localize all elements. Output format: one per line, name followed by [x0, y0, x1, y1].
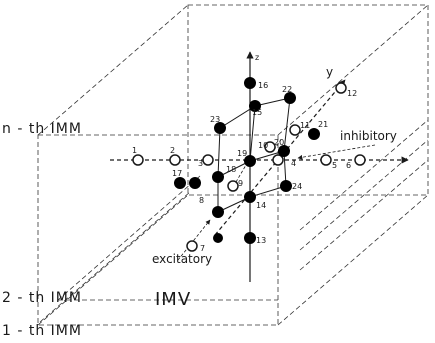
edge	[217, 127, 221, 178]
node-9	[227, 180, 239, 192]
label-node-7: 7	[200, 244, 205, 253]
node-11	[289, 124, 301, 136]
label-node-6: 6	[346, 161, 351, 170]
label-node-10: 10	[258, 141, 268, 150]
label-2nd-imm: 2 - th IMM	[2, 290, 82, 306]
node-23	[214, 122, 226, 134]
label-node-16: 16	[258, 81, 268, 90]
node-17	[174, 177, 186, 189]
plane-side-c	[299, 159, 429, 271]
node-4	[272, 154, 284, 166]
node-open-low	[186, 240, 198, 252]
plane-edge-bl	[37, 194, 189, 326]
plane-side-a	[299, 119, 429, 231]
label-node-18: 18	[226, 165, 236, 174]
node-labels: 1 2 3 4 5 6 17 8 18 9 19 10 20 11 21 12 …	[132, 81, 357, 253]
plane-nth-front	[37, 134, 279, 326]
node-18	[212, 171, 224, 183]
edge	[219, 105, 256, 129]
link	[235, 164, 247, 183]
label-node-14: 14	[256, 201, 266, 210]
axis-label-y: y	[326, 65, 333, 79]
node-3	[202, 154, 214, 166]
plane-edge-br	[277, 194, 429, 326]
node-20	[278, 145, 290, 157]
node-5	[320, 154, 332, 166]
label-node-21: 21	[318, 120, 328, 129]
node-12	[335, 82, 347, 94]
label-node-17: 17	[172, 169, 182, 178]
node-19	[244, 155, 256, 167]
node-24	[280, 180, 292, 192]
label-node-5: 5	[332, 161, 337, 170]
node-13	[244, 232, 256, 244]
inhibitory-arrow	[297, 144, 376, 160]
label-node-19: 19	[237, 149, 247, 158]
edge	[283, 97, 291, 152]
node-10	[264, 141, 276, 153]
label-node-9: 9	[238, 179, 243, 188]
label-inhibitory: inhibitory	[340, 129, 397, 143]
label-node-4: 4	[291, 159, 296, 168]
label-node-24: 24	[292, 182, 302, 191]
node-14	[244, 191, 256, 203]
label-node-8: 8	[199, 196, 204, 205]
label-node-13: 13	[256, 236, 266, 245]
axis-label-z: z	[255, 53, 259, 62]
label-node-3: 3	[198, 159, 203, 168]
excitatory-arrow	[177, 219, 211, 261]
open-nodes	[132, 82, 366, 252]
plane-back	[187, 4, 429, 196]
label-1st-imm: 1 - th IMM	[2, 323, 82, 339]
plane-1st-diag	[39, 191, 191, 323]
node-25	[213, 233, 223, 243]
label-excitatory: excitatory	[152, 252, 212, 266]
edge	[249, 105, 256, 162]
node-1	[132, 154, 144, 166]
label-node-1: 1	[132, 146, 137, 155]
label-imv: IMV	[155, 289, 191, 310]
node-21	[308, 128, 320, 140]
label-node-22: 22	[282, 85, 292, 94]
node-7	[189, 177, 201, 189]
plane-2nd-diag	[57, 175, 201, 301]
node-8	[212, 206, 224, 218]
edge	[249, 185, 287, 198]
node-22	[284, 92, 296, 104]
plane-edge-tr	[277, 4, 429, 136]
label-node-23: 23	[210, 115, 220, 124]
node-15	[249, 100, 261, 112]
label-node-12: 12	[347, 89, 357, 98]
label-node-15: 15	[252, 108, 262, 117]
label-node-20: 20	[274, 138, 284, 147]
label-node-2: 2	[170, 146, 175, 155]
label-node-11: 11	[300, 121, 310, 130]
plane-edge-tl	[37, 4, 189, 136]
planes	[37, 4, 429, 326]
node-16	[244, 77, 256, 89]
filled-nodes	[174, 77, 320, 244]
node-2	[169, 154, 181, 166]
node-6	[354, 154, 366, 166]
label-nth-imm: n - th IMM	[2, 121, 82, 137]
